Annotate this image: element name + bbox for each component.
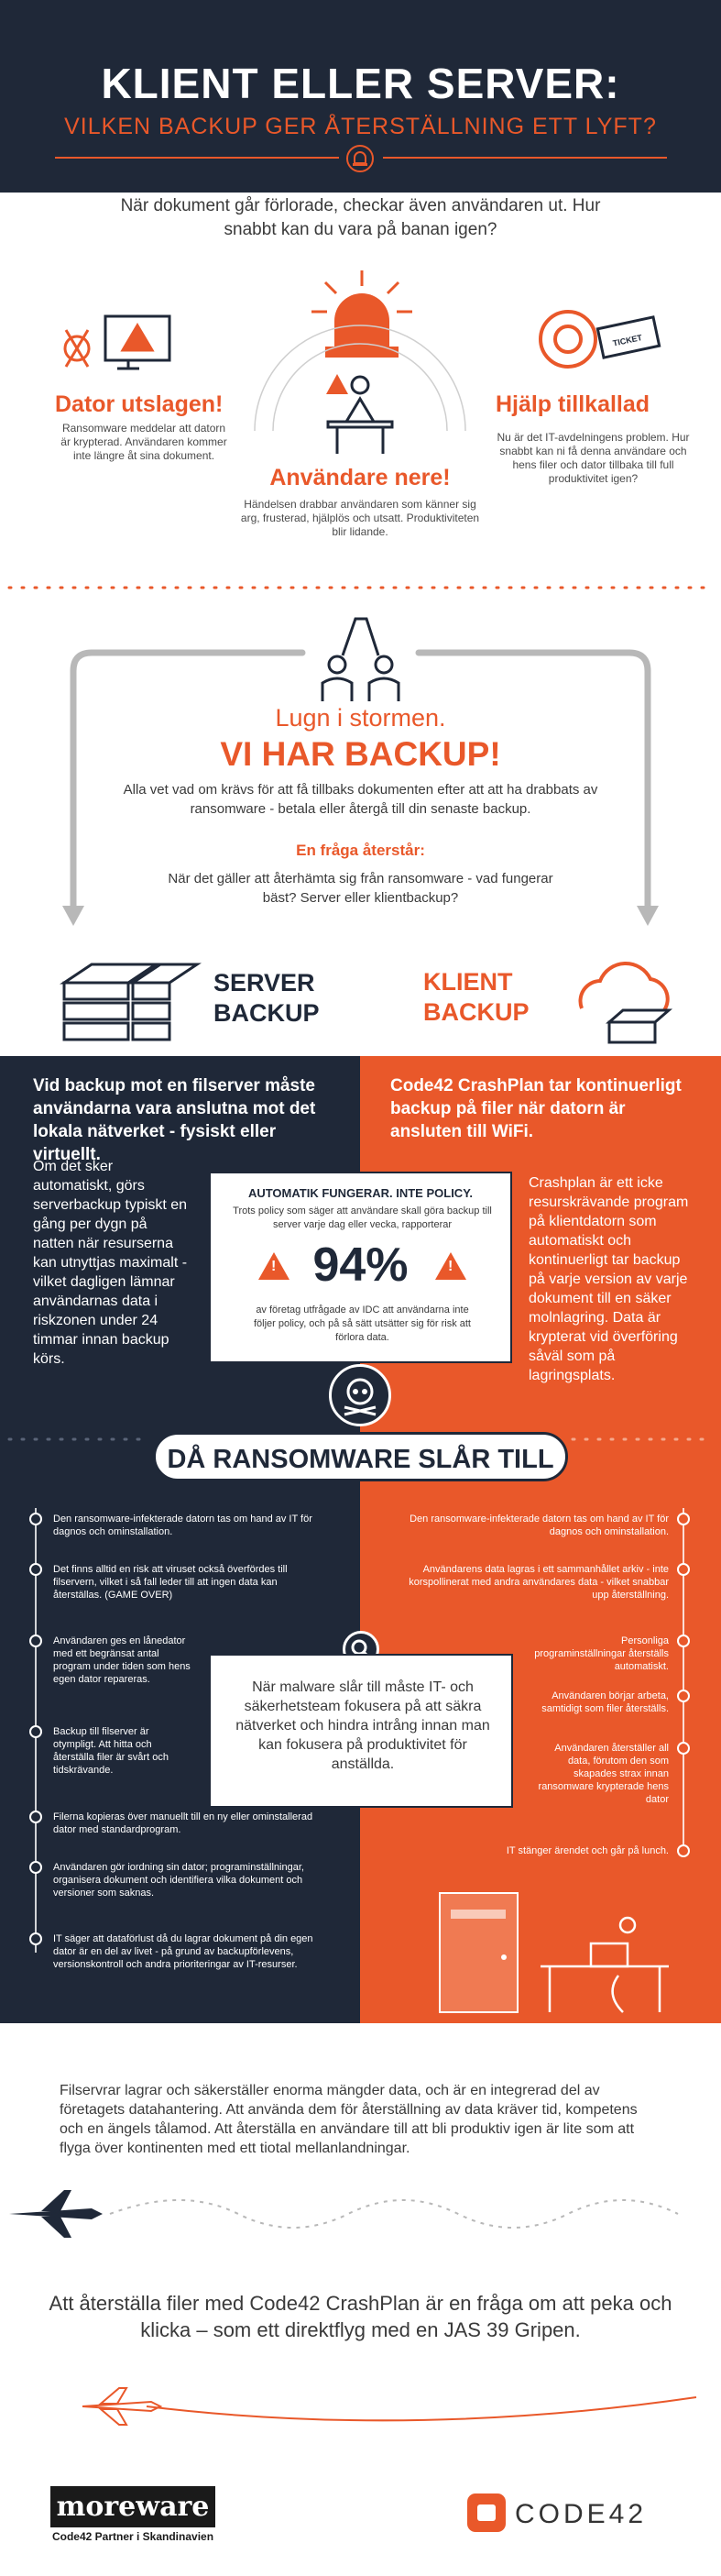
page-title: KLIENT ELLER SERVER: [101,60,620,107]
summary-paragraph: Filservrar lagrar och säkerställer enorm… [60,2083,638,2156]
anvandare-title: Användare nere! [269,465,451,490]
policy-callout: AUTOMATIK FUNGERAR. INTE POLICY. Trots p… [209,1172,512,1363]
question-text: När det gäller att återhämta sig från ra… [168,871,553,906]
server-step: Den ransomware-infekterade datorn tas om… [53,1514,312,1537]
client-step: IT stänger ärendet och går på lunch. [506,1845,669,1856]
server-step: Användaren gör iordning sin dator; progr… [53,1862,304,1899]
cloud-backup-icon [578,961,673,1044]
dator-title: Dator utslagen! [55,391,224,417]
client-step: Personliga programinställningar återstäl… [534,1635,669,1672]
hjalp-title: Hjälp tillkallad [495,391,650,417]
jet-icon [82,2387,163,2426]
timeline-dot [29,1725,42,1738]
banner-dots [7,1437,714,1441]
relaxed-user-illustration [439,1892,669,2013]
alarm-badge-icon [346,145,374,172]
malware-text: När malware slår till måste IT- och säke… [235,1679,490,1772]
timeline-dot [677,1563,690,1576]
flight-path-illustration [9,2190,679,2238]
page-subtitle: VILKEN BACKUP GER ÅTERSTÄLLNING ETT LYFT… [64,114,657,139]
client-timeline [683,1508,684,1856]
backup-heading: VI HAR BACKUP! [220,735,501,773]
timeline-dot [677,1742,690,1755]
lifebuoy-ticket-icon: TICKET [539,310,661,369]
server-step: Filerna kopieras över manuellt till en n… [53,1811,313,1835]
anvandare-text: Händelsen drabbar användaren som känner … [240,498,480,538]
timeline-dot [29,1513,42,1525]
timeline-dot [29,1861,42,1874]
siren-icon [311,270,412,358]
warning-icon: ! [435,1252,466,1280]
computer-alert-icon [63,314,171,370]
client-body: Crashplan är ett icke resurskrävande pro… [529,1175,689,1383]
hjalp-text: Nu är det IT-avdelningens problem. Hur s… [497,431,690,485]
policy-text: Trots policy som säger att användare ska… [233,1205,492,1230]
server-step: Backup till filserver är otympligt. Att … [53,1726,169,1776]
timeline-dot [677,1844,690,1857]
dator-text: Ransomware meddelar att datorn är krypte… [60,422,227,462]
policy-percentage: 94% [312,1238,409,1292]
client-backup-label: KLIENT BACKUP [423,968,530,1026]
moreware-tagline: Code42 Partner i Skandinavien [51,2530,214,2543]
client-step: Den ransomware-infekterade datorn tas om… [410,1514,669,1537]
warning-icon: ! [258,1252,289,1280]
client-lead: Code42 CrashPlan tar kontinuerligt backu… [390,1076,682,1141]
timeline-dot [29,1811,42,1823]
server-step: IT säger att dataförlust då du lagrar do… [53,1933,313,1970]
calm-heading: Lugn i stormen. [275,704,446,732]
dotted-divider [7,586,714,589]
client-step: Användaren börjar arbeta, samtidigt som … [541,1690,669,1714]
server-backup-label: SERVER BACKUP [213,969,320,1027]
jet-illustration [82,2387,697,2426]
skull-icon [329,1364,391,1426]
code42-logo-icon [467,2493,506,2532]
high-five-icon [321,617,400,701]
server-lead: Vid backup mot en filserver måste använd… [33,1076,316,1164]
ransomware-banner: DÅ RANSOMWARE SLÅR TILL [153,1432,568,1481]
server-step: Användaren ges en lånedator med ett begr… [53,1635,191,1685]
code42-logo: CODE42 [515,2499,648,2529]
moreware-logo: moreware [50,2486,215,2527]
intro-text: När dokument går förlorade, checkar även… [120,196,601,239]
timeline-dot [677,1690,690,1702]
timeline-dot [29,1932,42,1945]
policy-footnote: av företag utfrågade av IDC att användar… [253,1305,471,1343]
server-step: Det finns alltid en risk att viruset ock… [53,1564,288,1601]
alarm-arcs-decoration [254,325,466,432]
question-heading: En fråga återstår: [296,842,425,859]
server-rack-icon [60,963,202,1041]
timeline-dot [677,1513,690,1525]
timeline-dot [29,1635,42,1647]
summary-highlight: Att återställa filer med Code42 CrashPla… [49,2292,672,2341]
policy-title: AUTOMATIK FUNGERAR. INTE POLICY. [247,1186,474,1200]
header-divider-right [383,157,667,159]
timeline-dot [29,1563,42,1576]
user-at-desk-icon [326,374,394,454]
header-divider-left [55,157,339,159]
backup-text: Alla vet vad om krävs för att få tillbak… [123,782,598,817]
header-banner: KLIENT ELLER SERVER: VILKEN BACKUP GER Å… [0,0,721,193]
flow-arrows [62,649,659,926]
server-body: Om det sker automatiskt, görs serverback… [33,1159,188,1367]
timeline-dot [677,1635,690,1647]
malware-callout: När malware slår till måste IT- och säke… [209,1654,513,1808]
ticket-label: TICKET [612,333,643,348]
airplane-icon [9,2190,103,2238]
client-step: Användarens data lagras i ett sammanhåll… [409,1564,669,1601]
client-step: Användaren återställer all data, förutom… [538,1743,669,1805]
ransomware-title: DÅ RANSOMWARE SLÅR TILL [167,1445,554,1474]
